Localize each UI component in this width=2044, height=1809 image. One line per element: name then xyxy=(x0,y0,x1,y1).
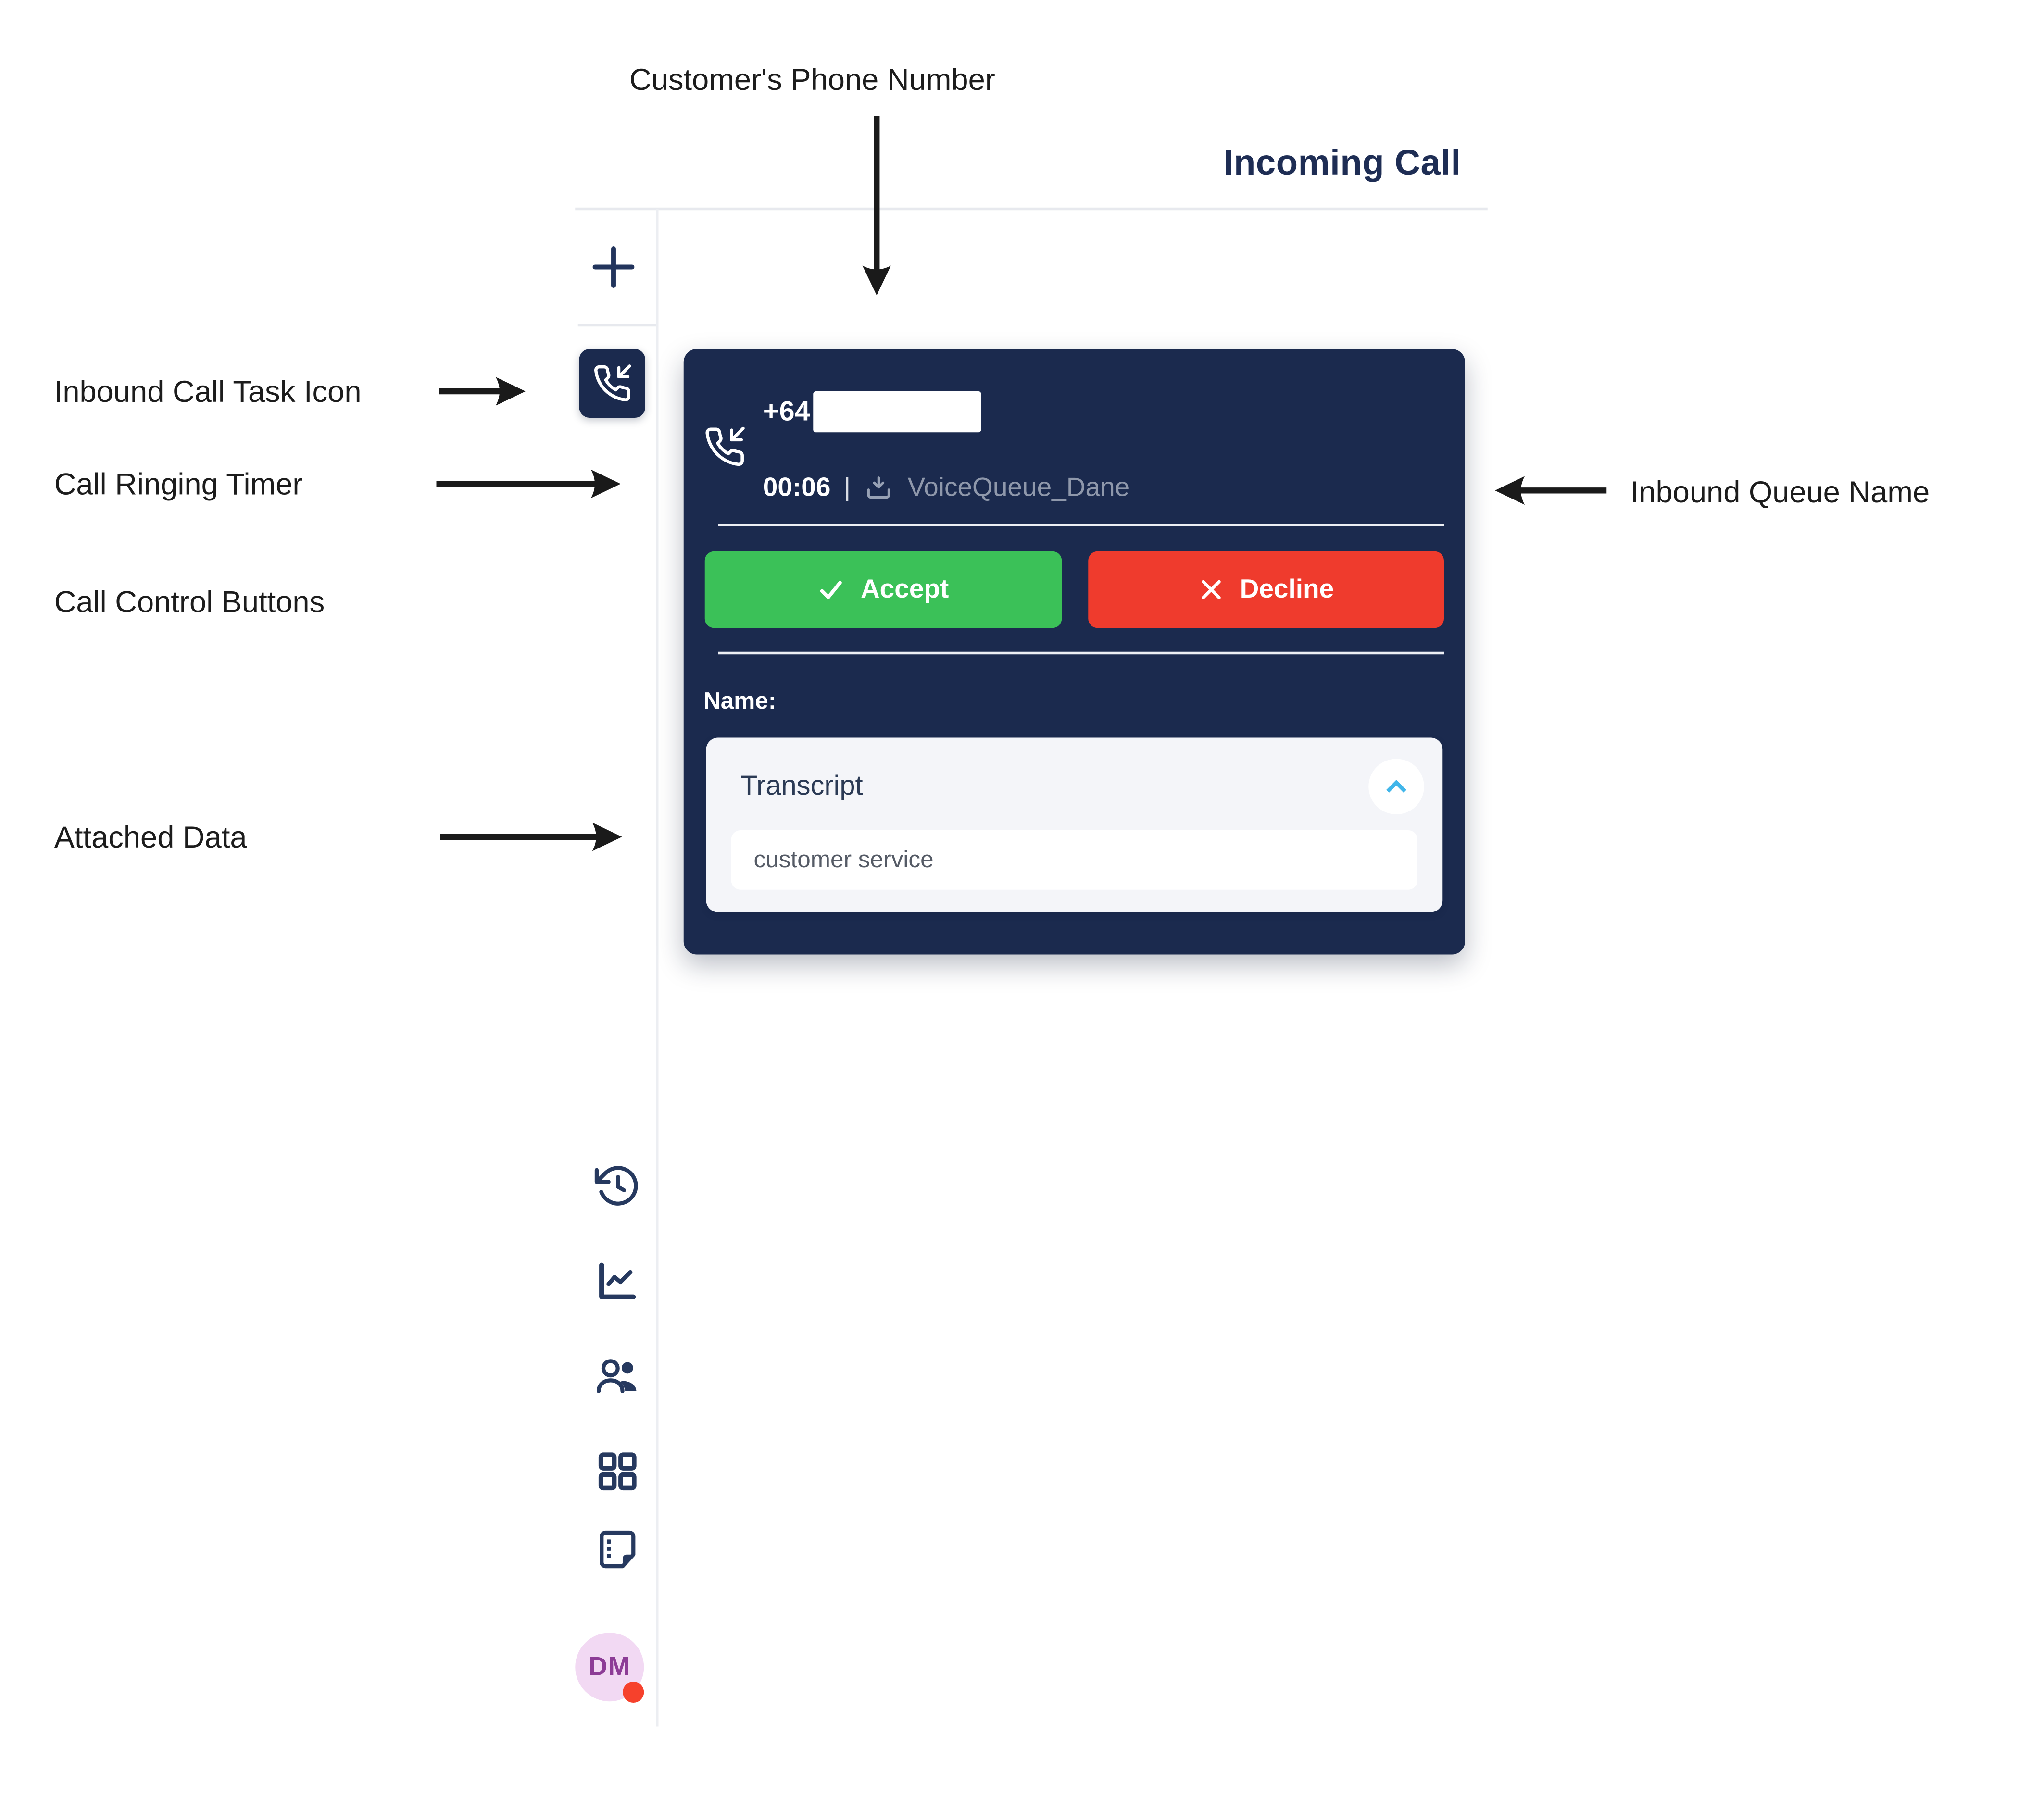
people-icon xyxy=(594,1352,641,1400)
caller-number: +64 xyxy=(763,396,810,426)
sidebar-item-contacts[interactable] xyxy=(592,1351,643,1402)
separator: | xyxy=(843,473,851,503)
ringing-timer: 00:06 xyxy=(763,473,831,503)
card-divider xyxy=(718,524,1444,526)
header-divider xyxy=(575,207,1488,211)
call-control-buttons: Accept Decline xyxy=(704,551,1444,628)
sidebar-section-divider xyxy=(577,324,656,327)
grid-icon xyxy=(594,1447,641,1495)
page-title: Incoming Call xyxy=(1223,143,1461,183)
queue-icon xyxy=(864,474,894,504)
attached-data-header[interactable]: Transcript xyxy=(706,738,1443,828)
notes-icon xyxy=(594,1526,641,1573)
annotation-phone-number: Customer's Phone Number xyxy=(629,62,995,97)
avatar-initials: DM xyxy=(588,1652,631,1681)
accept-label: Accept xyxy=(860,574,949,604)
phone-incoming-icon xyxy=(592,363,632,403)
annotation-task-icon: Inbound Call Task Icon xyxy=(54,374,362,409)
phone-incoming-icon xyxy=(703,426,746,468)
history-icon xyxy=(594,1162,641,1210)
accept-button[interactable]: Accept xyxy=(704,551,1061,628)
card-divider xyxy=(718,651,1444,655)
annotation-call-controls: Call Control Buttons xyxy=(54,584,325,619)
inbound-call-task[interactable] xyxy=(579,349,645,418)
availability-status-dot xyxy=(623,1682,644,1703)
x-icon xyxy=(1198,576,1224,603)
caller-number-row: +64 xyxy=(763,391,981,433)
user-avatar[interactable]: DM xyxy=(575,1633,644,1702)
line-chart-icon xyxy=(594,1257,641,1305)
sidebar-item-analytics[interactable] xyxy=(592,1256,643,1307)
decline-button[interactable]: Decline xyxy=(1087,551,1444,628)
sidebar-item-notes[interactable] xyxy=(592,1524,643,1575)
decline-label: Decline xyxy=(1240,574,1334,604)
add-task-button[interactable] xyxy=(591,245,636,290)
plus-icon xyxy=(591,245,636,290)
redacted-number-box xyxy=(813,391,981,433)
attached-data-panel: Transcript customer service xyxy=(706,737,1443,912)
incoming-call-card: +64 00:06 | VoiceQueue_Dane xyxy=(683,349,1465,955)
sidebar-item-history[interactable] xyxy=(592,1161,643,1211)
attached-data-value: customer service xyxy=(731,830,1417,890)
sidebar-divider xyxy=(656,209,659,1727)
annotation-ringing-timer: Call Ringing Timer xyxy=(54,466,303,501)
sidebar-item-apps[interactable] xyxy=(592,1447,643,1497)
chevron-up-icon xyxy=(1380,771,1412,802)
attached-data-title: Transcript xyxy=(740,771,863,801)
annotation-attached-data: Attached Data xyxy=(54,820,247,854)
collapse-button[interactable] xyxy=(1368,759,1424,814)
inbound-queue-name: VoiceQueue_Dane xyxy=(907,473,1130,503)
check-icon xyxy=(817,576,845,604)
call-meta-row: 00:06 | VoiceQueue_Dane xyxy=(763,474,1130,504)
annotation-queue-name: Inbound Queue Name xyxy=(1630,474,1930,509)
name-label: Name: xyxy=(703,687,777,714)
